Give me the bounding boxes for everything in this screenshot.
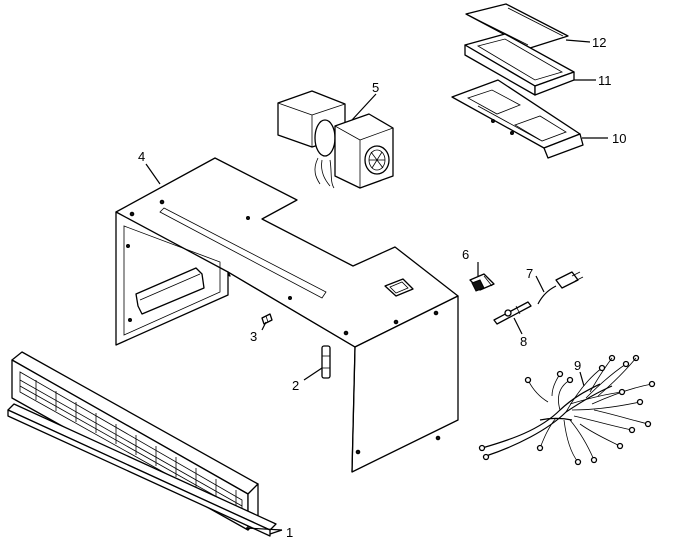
callout-12: 12 bbox=[592, 35, 606, 50]
part-4-housing bbox=[115, 157, 459, 473]
callout-3: 3 bbox=[250, 329, 257, 344]
callout-9: 9 bbox=[574, 358, 581, 373]
callout-7: 7 bbox=[526, 266, 533, 281]
part-11-tray bbox=[464, 33, 575, 96]
callout-1: 1 bbox=[286, 525, 293, 540]
part-2-clip bbox=[321, 345, 331, 379]
part-3-screw bbox=[261, 313, 273, 325]
callout-6: 6 bbox=[462, 247, 469, 262]
part-10-mounting-plate bbox=[451, 79, 584, 159]
callout-8: 8 bbox=[520, 334, 527, 349]
callout-labels: 12 11 10 5 4 6 7 8 9 3 2 1 bbox=[138, 35, 626, 540]
callout-2: 2 bbox=[292, 378, 299, 393]
part-1-grille bbox=[7, 351, 277, 537]
part-7-power-cord bbox=[537, 271, 584, 305]
part-5-blower-motor bbox=[277, 90, 394, 189]
part-8-probe bbox=[493, 301, 532, 325]
callout-10: 10 bbox=[612, 131, 626, 146]
part-6-connector bbox=[469, 273, 495, 292]
leader-lines bbox=[145, 39, 608, 535]
callout-11: 11 bbox=[598, 73, 612, 88]
callout-4: 4 bbox=[138, 149, 145, 164]
part-9-wiring-harness bbox=[478, 354, 656, 466]
callout-5: 5 bbox=[372, 80, 379, 95]
